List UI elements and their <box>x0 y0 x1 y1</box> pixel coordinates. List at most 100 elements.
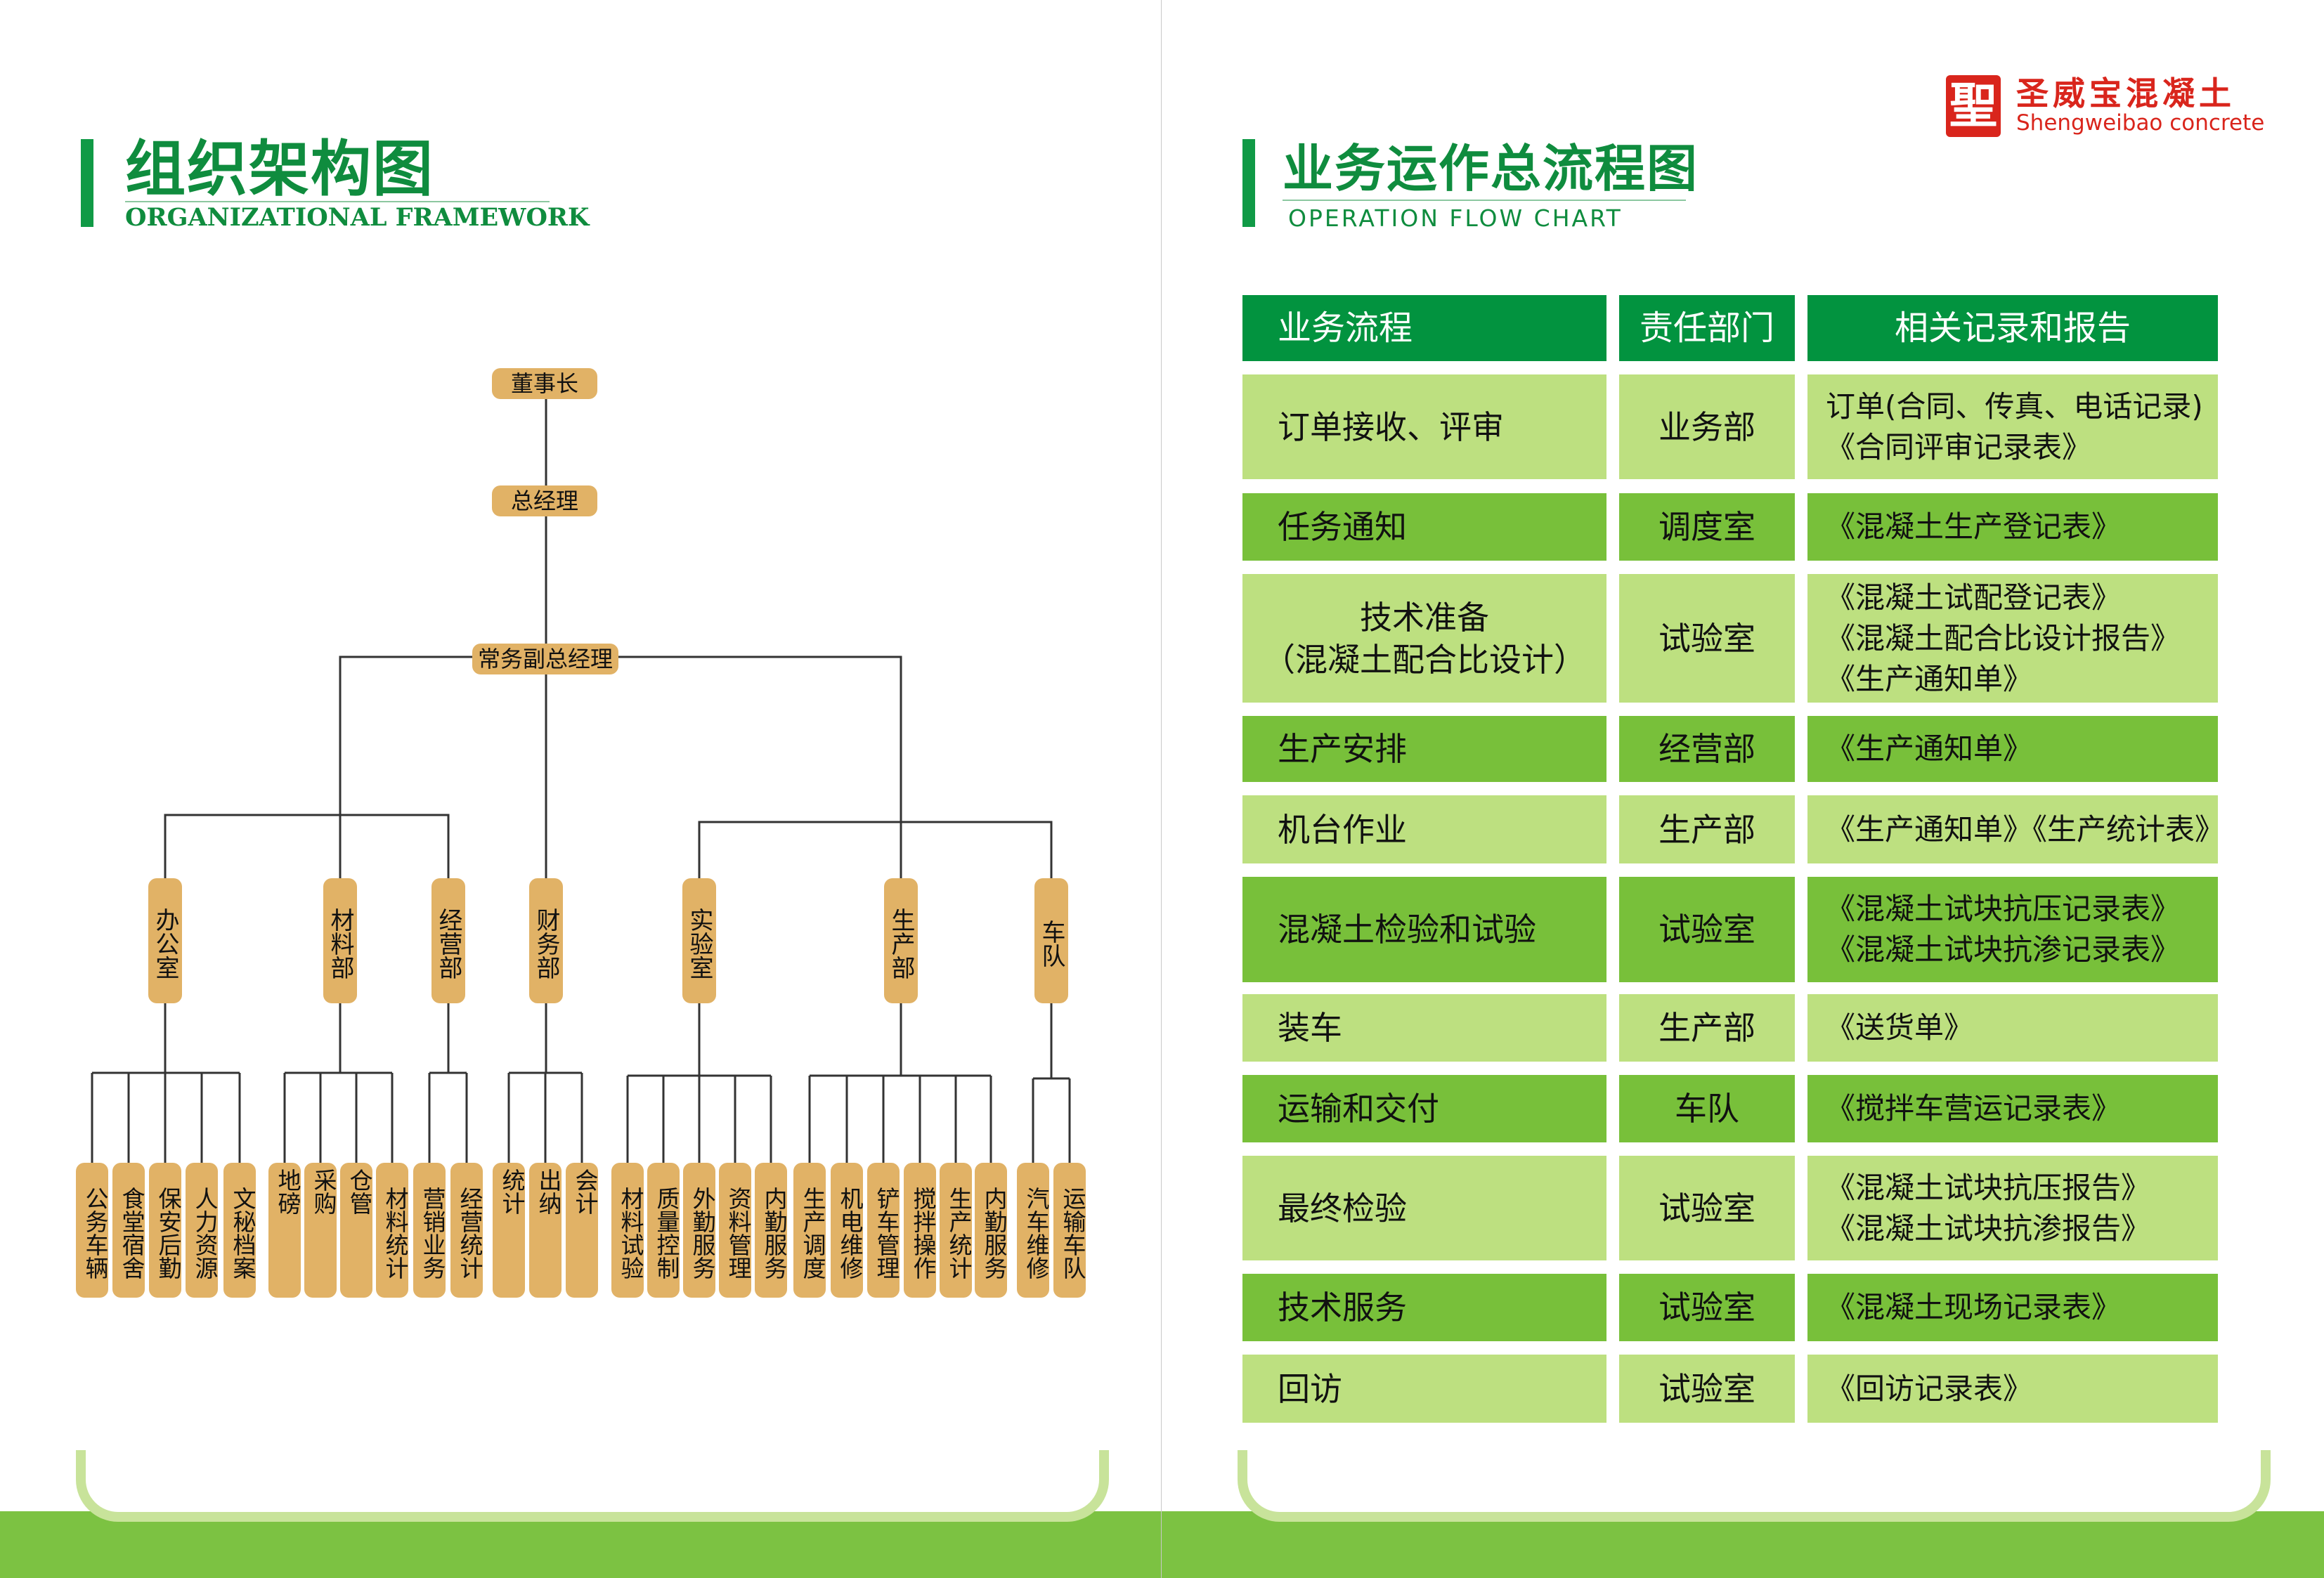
record-text: 订单(合同、传真、电话记录) <box>1826 389 2203 424</box>
records-cell: 《搅拌车营运记录表》 <box>1807 1075 2218 1142</box>
org-connectors <box>91 398 1071 1163</box>
dept-cell: 试验室 <box>1619 574 1795 703</box>
dept-cell: 试验室 <box>1619 1274 1795 1341</box>
process-text: 技术准备 <box>1360 598 1489 637</box>
unit-node: 搅拌操作 <box>904 1163 937 1298</box>
record-text: 《生产通知单》《生产统计表》 <box>1826 811 2225 847</box>
dept-cell: 试验室 <box>1619 1355 1795 1423</box>
unit-node: 仓管 <box>340 1163 373 1298</box>
unit-node: 内勤服务 <box>975 1163 1008 1298</box>
brand-name-en: Shengweibao concrete <box>2016 110 2265 136</box>
unit-node: 经营统计 <box>450 1163 483 1298</box>
process-text: 运输和交付 <box>1278 1090 1439 1128</box>
bottom-band <box>0 1511 1161 1578</box>
bottom-swoosh <box>1238 1450 2271 1522</box>
dept-text: 生产部 <box>1658 1009 1755 1047</box>
unit-node: 生产统计 <box>940 1163 973 1298</box>
unit-node: 资料管理 <box>719 1163 752 1298</box>
records-cell: 《混凝土现场记录表》 <box>1807 1274 2218 1341</box>
unit-node: 采购 <box>304 1163 337 1298</box>
unit-node: 人力资源 <box>186 1163 219 1298</box>
dept-cell: 试验室 <box>1619 877 1795 982</box>
brand-logo-mark: 聖 <box>1946 75 2001 137</box>
process-text: 生产安排 <box>1278 730 1407 768</box>
unit-node: 材料试验 <box>611 1163 644 1298</box>
title-underline <box>1283 200 1686 201</box>
dept-cell: 生产部 <box>1619 795 1795 863</box>
records-cell: 订单(合同、传真、电话记录) 《合同评审记录表》 <box>1807 374 2218 479</box>
unit-node: 内勤服务 <box>755 1163 788 1298</box>
dept-text: 经营部 <box>1658 730 1755 768</box>
process-text: 回访 <box>1278 1369 1342 1408</box>
dept-finance: 财务部 <box>529 878 563 1003</box>
table-header: 相关记录和报告 <box>1807 295 2218 361</box>
records-cell: 《混凝土试块抗压报告》《混凝土试块抗渗报告》 <box>1807 1156 2218 1260</box>
records-cell: 《混凝土生产登记表》 <box>1807 493 2218 561</box>
bottom-band <box>1162 1511 2324 1578</box>
unit-node: 统计 <box>493 1163 526 1298</box>
brand-name-cn: 圣威宝混凝土 <box>2016 74 2235 112</box>
process-cell: 装车 <box>1242 994 1606 1062</box>
process-text: （混凝土配合比设计） <box>1263 640 1586 679</box>
process-text: 机台作业 <box>1278 810 1407 849</box>
process-text: 技术服务 <box>1278 1289 1407 1326</box>
record-text: 《送货单》 <box>1826 1010 1974 1045</box>
process-cell: 机台作业 <box>1242 795 1606 863</box>
record-text: 《混凝土试块抗渗报告》 <box>1826 1211 2151 1246</box>
dept-cell: 调度室 <box>1619 493 1795 561</box>
unit-node: 营销业务 <box>413 1163 446 1298</box>
dept-cell: 经营部 <box>1619 716 1795 782</box>
dept-text: 试验室 <box>1658 1189 1755 1227</box>
records-cell: 《混凝土试块抗压记录表》《混凝土试块抗渗记录表》 <box>1807 877 2218 982</box>
dept-cell: 业务部 <box>1619 374 1795 479</box>
bottom-swoosh <box>76 1450 1109 1522</box>
flow-subtitle: OPERATION FLOW CHART <box>1288 204 1623 232</box>
unit-node: 会计 <box>566 1163 599 1298</box>
unit-node: 食堂宿舍 <box>112 1163 145 1298</box>
dept-text: 试验室 <box>1658 619 1755 658</box>
record-text: 《回访记录表》 <box>1826 1371 2033 1406</box>
process-cell: 订单接收、评审 <box>1242 374 1606 479</box>
unit-node: 机电维修 <box>831 1163 864 1298</box>
record-text: 《混凝土试块抗压记录表》 <box>1826 892 2181 926</box>
node-general-manager: 总经理 <box>492 485 597 516</box>
record-text: 《合同评审记录表》 <box>1826 429 2092 464</box>
record-text: 《混凝土试块抗压报告》 <box>1826 1170 2151 1205</box>
org-subtitle: ORGANIZATIONAL FRAMEWORK <box>125 203 590 232</box>
dept-cell: 车队 <box>1619 1075 1795 1142</box>
right-page: 聖 圣威宝混凝土 Shengweibao concrete 业务运作总流程图 O… <box>1162 0 2324 1578</box>
process-cell: 技术准备（混凝土配合比设计） <box>1242 574 1606 703</box>
node-chairman: 董事长 <box>492 368 597 399</box>
unit-node: 汽车维修 <box>1017 1163 1050 1298</box>
dept-laboratory: 实验室 <box>682 878 716 1003</box>
unit-node: 质量控制 <box>647 1163 680 1298</box>
dept-materials: 材料部 <box>323 878 357 1003</box>
unit-node: 铲车管理 <box>867 1163 900 1298</box>
unit-node: 地磅 <box>268 1163 301 1298</box>
record-text: 《混凝土现场记录表》 <box>1826 1290 2122 1324</box>
title-bar <box>81 139 93 227</box>
record-text: 《混凝土生产登记表》 <box>1826 509 2122 544</box>
records-cell: 《生产通知单》 <box>1807 716 2218 782</box>
unit-node: 生产调度 <box>793 1163 826 1298</box>
process-cell: 运输和交付 <box>1242 1075 1606 1142</box>
unit-node: 出纳 <box>529 1163 562 1298</box>
page-fold <box>1160 0 1162 1578</box>
dept-production: 生产部 <box>884 878 918 1003</box>
record-text: 《搅拌车营运记录表》 <box>1826 1091 2122 1126</box>
process-cell: 任务通知 <box>1242 493 1606 561</box>
record-text: 《生产通知单》 <box>1826 731 2033 766</box>
dept-cell: 生产部 <box>1619 994 1795 1062</box>
dept-text: 调度室 <box>1658 508 1755 546</box>
process-text: 最终检验 <box>1278 1189 1407 1227</box>
dept-text: 试验室 <box>1658 911 1755 948</box>
dept-text: 业务部 <box>1658 407 1755 446</box>
records-cell: 《回访记录表》 <box>1807 1355 2218 1423</box>
process-text: 装车 <box>1278 1009 1342 1047</box>
title-bar <box>1242 139 1255 227</box>
dept-cell: 试验室 <box>1619 1156 1795 1260</box>
record-text: 《混凝土配合比设计报告》 <box>1826 620 2181 656</box>
record-text: 《混凝土试配登记表》 <box>1826 580 2122 615</box>
unit-node: 运输车队 <box>1053 1163 1086 1298</box>
dept-text: 车队 <box>1675 1090 1739 1128</box>
